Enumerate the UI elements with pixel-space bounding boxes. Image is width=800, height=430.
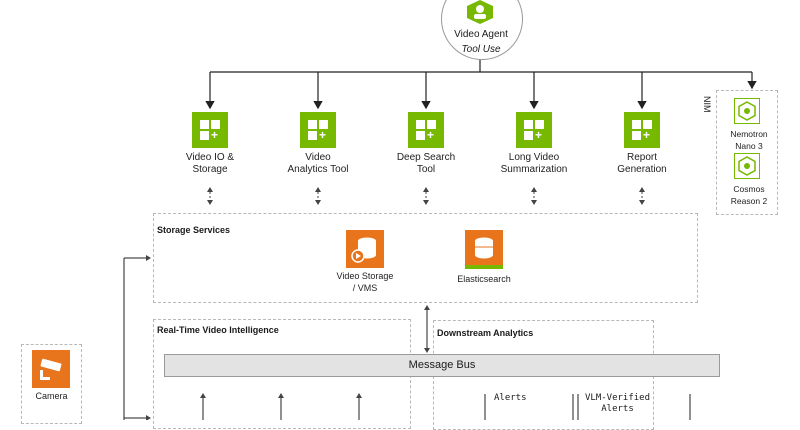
nemotron-label: Nemotron Nano 3 xyxy=(730,129,768,151)
tool-grid-plus-icon: + xyxy=(408,112,444,148)
camera-label: Camera xyxy=(35,391,68,401)
tool-video-io-storage: + Video IO & Storage xyxy=(155,112,265,176)
tool-label: Long Video Summarization xyxy=(500,152,568,175)
storage-services-title: Storage Services xyxy=(157,225,231,235)
tool-label: Video Analytics Tool xyxy=(287,152,349,175)
tool-grid-plus-icon: + xyxy=(516,112,552,148)
tool-label: Report Generation xyxy=(617,152,667,175)
elasticsearch-underline xyxy=(465,265,503,269)
message-bus xyxy=(164,354,720,377)
video-agent-icon xyxy=(465,0,495,24)
nim-box xyxy=(716,90,778,215)
message-bus-label: Message Bus xyxy=(408,359,476,371)
elasticsearch-label: Elasticsearch xyxy=(457,274,511,284)
rtvi-title: Real-Time Video Intelligence xyxy=(157,325,279,335)
nemotron-icon xyxy=(734,98,760,124)
elasticsearch-icon xyxy=(465,230,503,268)
nim-label: NIM xyxy=(702,96,712,113)
video-agent-subtitle: Tool Use xyxy=(461,44,501,55)
connector-lines xyxy=(123,58,757,420)
video-storage-icon xyxy=(346,230,384,268)
tool-report-generation: + Report Generation xyxy=(587,112,697,176)
cosmos-icon xyxy=(734,153,760,179)
tool-grid-plus-icon: + xyxy=(624,112,660,148)
storage-services-box xyxy=(153,213,698,303)
camera-icon xyxy=(32,350,70,388)
tool-grid-plus-icon: + xyxy=(300,112,336,148)
cosmos-label: Cosmos Reason 2 xyxy=(730,184,768,206)
tool-video-analytics: + Video Analytics Tool xyxy=(263,112,373,176)
alerts-label: Alerts xyxy=(494,393,527,403)
video-agent-title: Video Agent xyxy=(454,29,508,40)
downstream-title: Downstream Analytics xyxy=(437,328,534,338)
video-storage-label: Video Storage / VMS xyxy=(336,271,394,293)
vlm-verified-alerts-label: VLM-Verified Alerts xyxy=(585,393,651,414)
tool-label: Deep Search Tool xyxy=(396,152,456,175)
tool-label: Video IO & Storage xyxy=(185,152,235,175)
tool-long-video-summarization: + Long Video Summarization xyxy=(479,112,589,176)
tool-grid-plus-icon: + xyxy=(192,112,228,148)
tool-deep-search: + Deep Search Tool xyxy=(371,112,481,176)
